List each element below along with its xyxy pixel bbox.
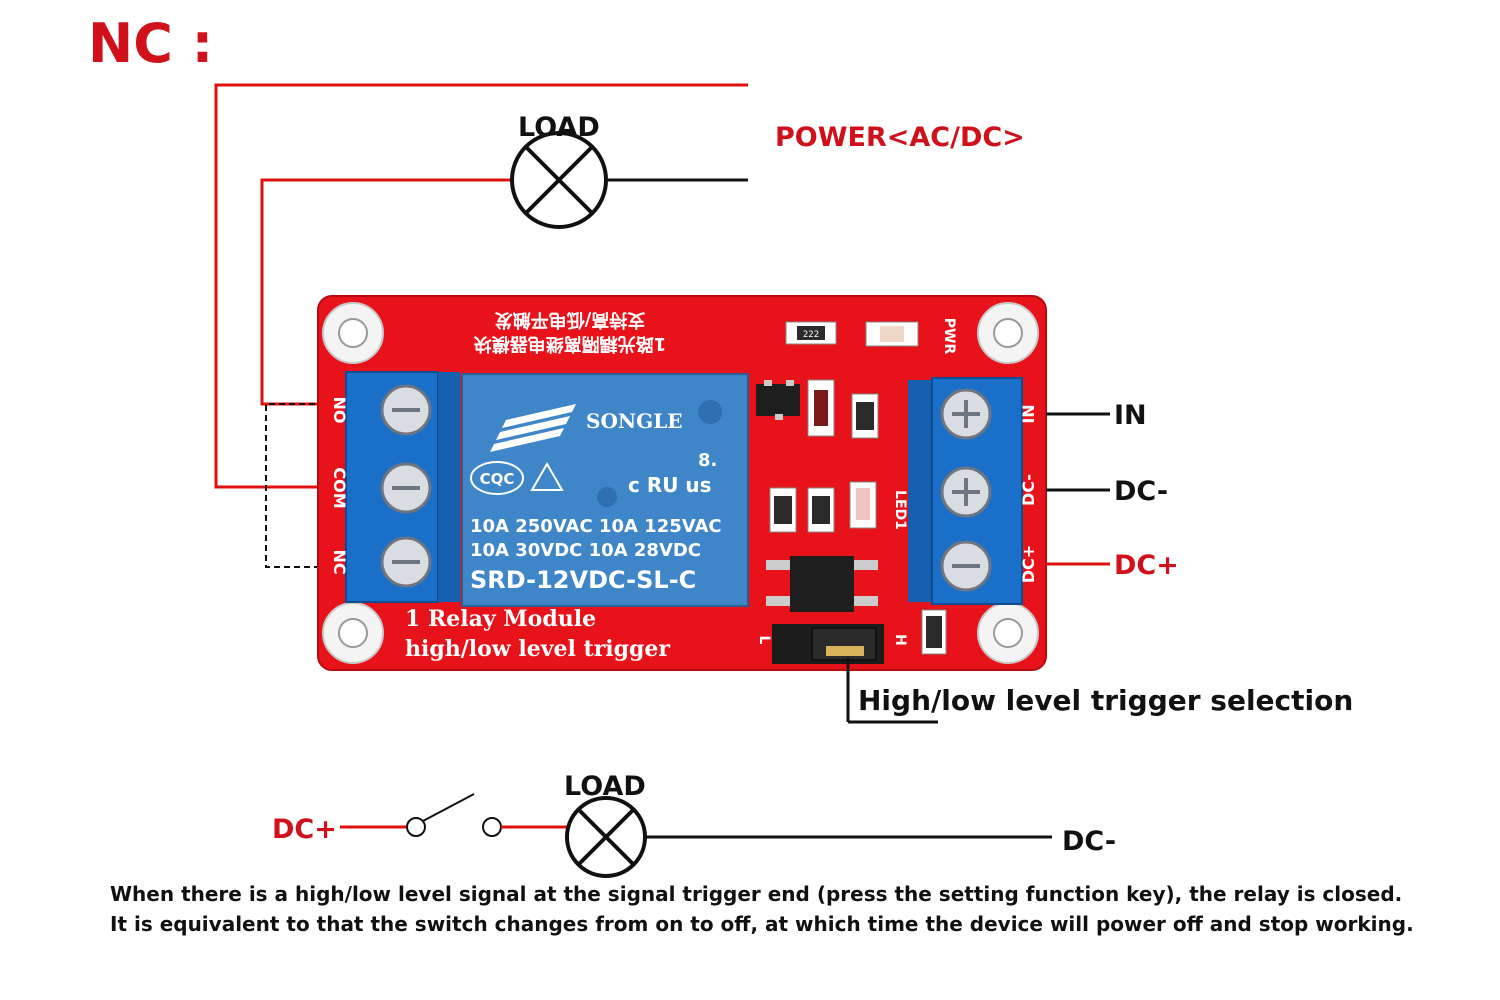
relay-component: SONGLE CQC c RU us 8. 10A 250VAC 10A 125… bbox=[461, 373, 749, 607]
resistor-code-1: 222 bbox=[803, 330, 819, 340]
relay-cert-num: 8. bbox=[698, 450, 717, 471]
mounting-hole-icon bbox=[322, 302, 1039, 664]
cn-silkscreen: 1路光耦隔离继电器模块 支持高/低电平触发 bbox=[473, 309, 667, 355]
terminal-label-no: NO bbox=[330, 397, 349, 424]
bottom-load-label: LOAD bbox=[564, 771, 646, 802]
output-dc-plus-label: DC+ bbox=[1114, 550, 1179, 581]
relay-brand: SONGLE bbox=[586, 409, 683, 433]
switch-icon bbox=[406, 793, 502, 837]
power-label: POWER<AC/DC> bbox=[775, 122, 1025, 153]
bottom-dc-minus-label: DC- bbox=[1062, 826, 1116, 857]
top-wiring: LOAD POWER<AC/DC> bbox=[214, 83, 1025, 568]
output-wiring: IN DC- DC+ bbox=[1046, 400, 1179, 581]
jumper-header[interactable] bbox=[772, 624, 884, 664]
bottom-dc-plus-label: DC+ bbox=[272, 814, 337, 845]
trigger-selection-label: High/low level trigger selection bbox=[858, 684, 1353, 717]
output-in-label: IN bbox=[1114, 400, 1147, 431]
caption-line-2: It is equivalent to that the switch chan… bbox=[110, 912, 1414, 936]
terminal-block-right bbox=[908, 377, 1023, 605]
relay-rating-2: 10A 30VDC 10A 28VDC bbox=[470, 540, 701, 561]
terminal-label-in: IN bbox=[1019, 404, 1038, 423]
load-lamp-icon bbox=[510, 131, 608, 229]
terminal-label-dc-minus: DC- bbox=[1019, 474, 1038, 506]
output-dc-minus-label: DC- bbox=[1114, 476, 1168, 507]
silk-line-1: 1 Relay Module bbox=[405, 606, 596, 632]
relay-model: SRD-12VDC-SL-C bbox=[470, 566, 696, 594]
relay-rating-1: 10A 250VAC 10A 125VAC bbox=[470, 516, 722, 537]
jumper-low-label: L bbox=[756, 636, 772, 645]
terminal-block-left bbox=[345, 371, 460, 603]
warning-triangle-icon bbox=[530, 461, 564, 491]
smd-components: 222 PWR LED1 bbox=[756, 318, 957, 655]
title-nc: NC : bbox=[88, 12, 213, 75]
led-label: LED1 bbox=[892, 490, 908, 530]
top-load-label: LOAD bbox=[518, 112, 600, 143]
cqc-badge-icon bbox=[470, 461, 524, 495]
pwr-label: PWR bbox=[941, 318, 957, 355]
caption-line-1: When there is a high/low level signal at… bbox=[110, 882, 1403, 906]
wire-dashed-nc bbox=[265, 403, 345, 568]
relay-module: 1路光耦隔离继电器模块 支持高/低电平触发 NO COM NC bbox=[317, 295, 1047, 671]
bottom-circuit: DC+ LOAD DC- bbox=[272, 771, 1116, 878]
terminal-label-dc-plus: DC+ bbox=[1019, 545, 1038, 583]
cn-line-2: 支持高/低电平触发 bbox=[494, 309, 647, 331]
relay-cert-left: CQC bbox=[480, 470, 515, 488]
wire-com-to-power bbox=[214, 83, 748, 489]
silk-line-2: high/low level trigger bbox=[405, 636, 670, 662]
jumper-high-label: H bbox=[892, 634, 908, 646]
trigger-selection-callout: High/low level trigger selection bbox=[846, 658, 1353, 724]
bottom-load-lamp-icon bbox=[565, 796, 647, 878]
terminal-label-nc: NC bbox=[330, 549, 349, 574]
relay-cert-ul: c RU us bbox=[628, 473, 712, 497]
cn-line-1: 1路光耦隔离继电器模块 bbox=[473, 333, 667, 355]
terminal-label-com: COM bbox=[330, 467, 349, 508]
songle-logo-icon bbox=[490, 404, 576, 452]
